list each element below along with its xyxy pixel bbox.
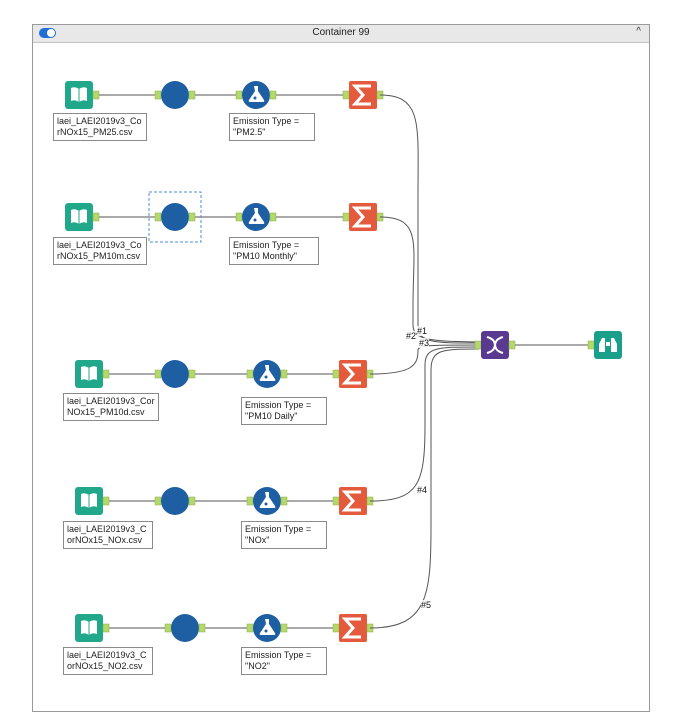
sigma-icon[interactable] — [349, 203, 377, 231]
connection-anchor[interactable] — [342, 212, 350, 222]
connection-anchor[interactable] — [280, 623, 288, 633]
connection-anchor[interactable] — [92, 90, 100, 100]
selection-box — [148, 191, 202, 243]
book-icon[interactable] — [75, 360, 103, 388]
workflow-canvas[interactable] — [33, 25, 649, 711]
container-99[interactable]: Container 99 ^ laei_LAEI2019v3_CorNOx15_… — [32, 24, 650, 712]
connection-anchor[interactable] — [587, 340, 595, 350]
connection-label-4: #4 — [417, 485, 428, 495]
sigma-icon[interactable] — [349, 81, 377, 109]
connection-anchor[interactable] — [280, 369, 288, 379]
filter-label-3: Emission Type = "PM10 Daily" — [241, 397, 327, 425]
connection-anchor[interactable] — [246, 496, 254, 506]
binoculars-icon[interactable] — [594, 331, 622, 359]
circle-icon[interactable] — [161, 81, 189, 109]
flask-icon[interactable] — [253, 614, 281, 642]
connection-label-5: #5 — [421, 600, 432, 610]
flask-icon[interactable] — [253, 360, 281, 388]
connection-anchor[interactable] — [188, 90, 196, 100]
container-titlebar[interactable]: Container 99 ^ — [33, 25, 649, 43]
connection-line — [369, 346, 480, 502]
connection-line — [379, 94, 480, 344]
connection-anchor[interactable] — [154, 212, 162, 222]
caret-up-icon[interactable]: ^ — [636, 26, 641, 37]
book-icon[interactable] — [65, 81, 93, 109]
container-title: Container 99 — [312, 27, 370, 38]
connection-anchor[interactable] — [332, 369, 340, 379]
circle-icon[interactable] — [161, 360, 189, 388]
connection-label-2: #2 — [406, 331, 417, 341]
flask-icon[interactable] — [242, 203, 270, 231]
connection-anchor[interactable] — [332, 496, 340, 506]
connection-anchor[interactable] — [332, 623, 340, 633]
book-icon[interactable] — [75, 487, 103, 515]
input-label-3: laei_LAEI2019v3_CorNOx15_PM10d.csv — [63, 393, 159, 421]
connection-line — [379, 216, 480, 343]
connection-anchor[interactable] — [154, 90, 162, 100]
sigma-icon[interactable] — [339, 360, 367, 388]
connection-line — [369, 344, 480, 375]
input-label-1: laei_LAEI2019v3_CorNOx15_PM25.csv — [53, 113, 147, 141]
circle-icon[interactable] — [171, 614, 199, 642]
connection-anchor[interactable] — [269, 90, 277, 100]
circle-icon[interactable] — [161, 203, 189, 231]
sigma-icon[interactable] — [339, 614, 367, 642]
book-icon[interactable] — [65, 203, 93, 231]
connection-anchor[interactable] — [102, 496, 110, 506]
connection-line — [369, 348, 480, 629]
connection-anchor[interactable] — [508, 340, 516, 350]
connection-anchor[interactable] — [246, 623, 254, 633]
input-label-4: laei_LAEI2019v3_CorNOx15_NOx.csv — [63, 521, 153, 549]
connection-anchor[interactable] — [188, 496, 196, 506]
connection-anchor[interactable] — [474, 340, 482, 350]
circle-icon[interactable] — [161, 487, 189, 515]
connection-anchor[interactable] — [92, 212, 100, 222]
filter-label-1: Emission Type = "PM2.5" — [229, 113, 315, 141]
connection-anchor[interactable] — [280, 496, 288, 506]
connection-label-3: #3 — [419, 338, 430, 348]
filter-label-4: Emission Type = "NOx" — [241, 521, 327, 549]
connection-anchor[interactable] — [235, 212, 243, 222]
sigma-icon[interactable] — [339, 487, 367, 515]
connection-anchor[interactable] — [154, 369, 162, 379]
connection-label-1: #1 — [417, 326, 428, 336]
book-icon[interactable] — [75, 614, 103, 642]
connection-anchor[interactable] — [188, 369, 196, 379]
connection-anchor[interactable] — [102, 623, 110, 633]
connection-anchor[interactable] — [102, 369, 110, 379]
flask-icon[interactable] — [242, 81, 270, 109]
input-label-2: laei_LAEI2019v3_CorNOx15_PM10m.csv — [53, 237, 147, 265]
connection-anchor[interactable] — [164, 623, 172, 633]
input-label-5: laei_LAEI2019v3_CorNOx15_NO2.csv — [63, 647, 153, 675]
connection-anchor[interactable] — [269, 212, 277, 222]
connection-anchor[interactable] — [235, 90, 243, 100]
filter-label-2: Emission Type = "PM10 Monthly" — [229, 237, 319, 265]
filter-label-5: Emission Type = "NO2" — [241, 647, 327, 675]
connection-anchor[interactable] — [154, 496, 162, 506]
dna-icon[interactable] — [481, 331, 509, 359]
connection-anchor[interactable] — [342, 90, 350, 100]
connection-anchor[interactable] — [198, 623, 206, 633]
connection-anchor[interactable] — [188, 212, 196, 222]
connection-anchor[interactable] — [246, 369, 254, 379]
flask-icon[interactable] — [253, 487, 281, 515]
toggle-on-icon[interactable] — [39, 28, 56, 38]
